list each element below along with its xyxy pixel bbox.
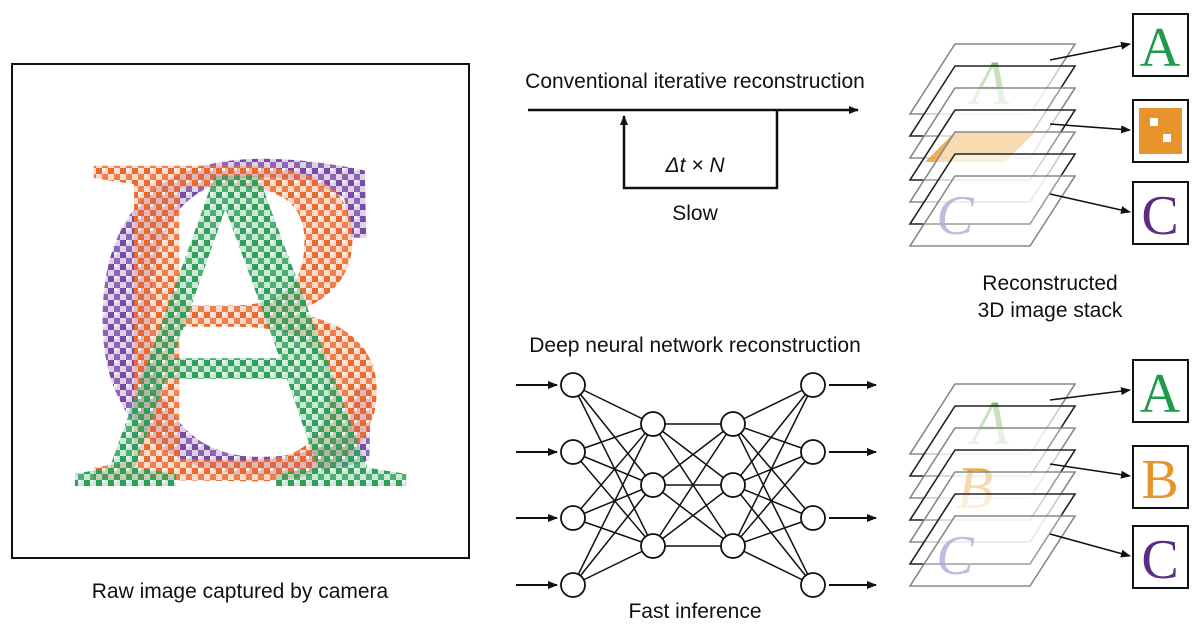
output-connector-arrow <box>1049 41 1131 61</box>
output-connector-arrow <box>1049 533 1131 558</box>
conventional-path: Conventional iterative reconstruction Δt… <box>525 70 865 225</box>
output-box <box>1132 445 1189 509</box>
raw-letter-b: B <box>80 52 400 584</box>
raw-letter-a-glyph: A <box>70 67 409 588</box>
raw-letter-a: A <box>70 67 409 588</box>
stack-layer <box>908 515 1077 587</box>
output-box <box>1132 525 1189 589</box>
output-connector-arrow <box>1049 123 1131 134</box>
nn-connection <box>732 517 814 547</box>
nn-connection <box>572 423 654 586</box>
output-boxes-bottom: ABC <box>1049 359 1189 591</box>
stack-letter-c: C <box>936 525 974 587</box>
nn-node <box>560 439 586 465</box>
iteration-loop-label: Δt × N <box>664 154 725 177</box>
dnn-title: Deep neural network reconstruction <box>529 334 861 357</box>
output-letter: B <box>1141 449 1178 511</box>
output-box <box>1132 181 1189 245</box>
raw-image-panel: C B A <box>11 51 470 588</box>
nn-node <box>720 472 746 498</box>
nn-node <box>800 505 826 531</box>
nn-node <box>560 372 586 398</box>
nn-node <box>800 439 826 465</box>
nn-connection <box>732 451 814 547</box>
nn-connection <box>652 423 734 547</box>
stack-layer <box>908 175 1077 247</box>
raw-image-frame <box>11 63 470 559</box>
output-connector-arrow <box>1049 193 1131 214</box>
nn-connection <box>732 384 814 486</box>
nn-connection <box>732 545 814 586</box>
output-artifact <box>1139 108 1182 154</box>
output-letter: A <box>1140 17 1181 79</box>
nn-connection <box>732 384 814 425</box>
output-letter: A <box>1140 363 1181 425</box>
reconstructed-stack-top: AC <box>908 43 1077 247</box>
raw-letter-c-glyph: C <box>83 51 397 572</box>
nn-connection <box>572 545 654 586</box>
output-letter: C <box>1141 529 1178 591</box>
nn-node <box>560 572 586 598</box>
raw-image-overlay: C B A <box>70 51 409 588</box>
output-boxes-top: AC <box>1049 13 1189 247</box>
output-letter: C <box>1141 185 1178 247</box>
fast-inference-label: Fast inference <box>628 600 761 623</box>
nn-node <box>800 372 826 398</box>
nn-connection <box>572 484 654 586</box>
nn-connection <box>732 423 814 586</box>
nn-node <box>640 533 666 559</box>
stack-caption-line-2: 3D image stack <box>978 299 1123 322</box>
nn-connection <box>732 423 814 453</box>
nn-node <box>800 572 826 598</box>
nn-node <box>640 411 666 437</box>
nn-connection <box>732 484 814 519</box>
nn-connection <box>572 451 654 486</box>
reconstructed-stack-bottom: ABC <box>908 383 1077 587</box>
nn-connection <box>572 384 654 425</box>
nn-connection <box>572 384 654 486</box>
slow-label: Slow <box>672 202 718 225</box>
output-box <box>1132 359 1189 423</box>
conventional-title: Conventional iterative reconstruction <box>525 70 865 93</box>
nn-connection <box>732 423 814 519</box>
nn-node <box>720 411 746 437</box>
nn-connection <box>732 451 814 486</box>
iteration-loop-arrow <box>620 110 779 190</box>
nn-connection <box>652 423 734 486</box>
nn-connection <box>572 484 654 519</box>
nn-connection <box>572 451 654 547</box>
output-connector-arrow <box>1049 463 1131 479</box>
output-box <box>1132 13 1189 77</box>
stack-letter-c: C <box>936 185 974 247</box>
nn-node <box>720 533 746 559</box>
raw-letter-b-glyph: B <box>80 52 400 584</box>
output-artifact-hole <box>1163 134 1171 142</box>
nn-connection <box>572 423 654 519</box>
nn-connection <box>572 517 654 547</box>
output-artifact-hole <box>1150 118 1158 126</box>
dnn-path: Deep neural network reconstruction Fast … <box>516 334 877 623</box>
neural-network <box>516 372 877 598</box>
output-connector-arrow <box>1049 387 1131 401</box>
nn-node <box>560 505 586 531</box>
nn-node <box>640 472 666 498</box>
nn-connection <box>732 384 814 547</box>
raw-image-caption: Raw image captured by camera <box>92 580 389 603</box>
raw-letter-c: C <box>83 51 397 572</box>
nn-connection <box>732 484 814 586</box>
nn-connection <box>572 423 654 453</box>
nn-connection <box>572 384 654 547</box>
nn-connection <box>652 484 734 547</box>
stack-caption-line-1: Reconstructed <box>982 272 1117 295</box>
